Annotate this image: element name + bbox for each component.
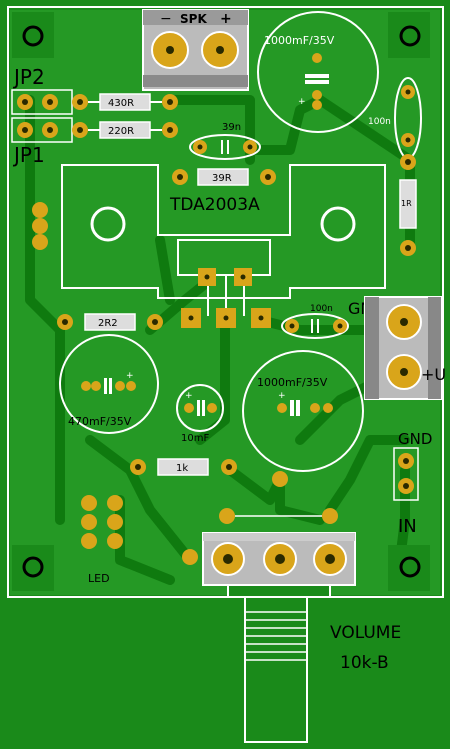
- spk-label: SPK: [180, 12, 207, 26]
- capacitor-mid: 1000mF/35V +: [242, 350, 364, 472]
- capacitor-470: + 470mF/35V: [59, 334, 159, 434]
- c100n-mid-label: 100n: [310, 304, 333, 314]
- misc-pads: [182, 471, 338, 565]
- svg-text:+: +: [126, 371, 134, 381]
- volume-label: VOLUME: [330, 623, 401, 643]
- chip-label: TDA2003A: [169, 195, 260, 215]
- input-connector: GND IN: [393, 430, 432, 537]
- resistor-220r: 220R: [72, 121, 178, 139]
- c39n-label: 39n: [222, 122, 241, 133]
- plus-u-label: +U: [421, 365, 446, 384]
- potentiometer: [202, 532, 356, 743]
- pot-value-label: 10k-B: [340, 653, 389, 673]
- r1k-label: 1k: [176, 463, 188, 474]
- power-terminal: GND +U: [348, 296, 446, 400]
- jumpers: JP2 JP1: [11, 65, 73, 167]
- r430-label: 430R: [108, 98, 134, 109]
- r39r-label: 39R: [212, 173, 232, 184]
- cap-top-label: 1000mF/35V: [264, 34, 335, 47]
- speaker-terminal: − SPK +: [142, 9, 249, 91]
- jp1-label: JP1: [12, 143, 45, 167]
- resistor-1k: 1k: [130, 458, 237, 476]
- capacitor-100n-mid: 100n: [281, 304, 349, 339]
- tda-heatsink: TDA2003A: [61, 164, 386, 328]
- svg-text:+: +: [185, 391, 193, 401]
- capacitor-top: 1000mF/35V +: [257, 11, 379, 133]
- r1r-label: 1R: [401, 199, 412, 208]
- capacitor-39n: 39n: [189, 122, 261, 160]
- cap-10-label: 10mF: [181, 433, 209, 444]
- spk-minus-label: −: [160, 11, 172, 27]
- r220-label: 220R: [108, 126, 134, 137]
- left-pads: [32, 202, 48, 250]
- resistor-1r: 1R: [399, 154, 417, 256]
- svg-text:+: +: [278, 391, 286, 401]
- c100n-right-label: 100n: [368, 117, 391, 127]
- resistor-2r2: 2R2: [57, 313, 163, 331]
- cap-470-label: 470mF/35V: [68, 415, 132, 428]
- capacitor-10: + 10mF: [176, 384, 224, 444]
- resistor-39r: 39R: [172, 168, 276, 186]
- svg-text:+: +: [298, 97, 306, 107]
- gnd-bottom-label: GND: [398, 430, 432, 448]
- in-label: IN: [398, 516, 417, 537]
- mounting-holes: [12, 12, 430, 591]
- jp2-label: JP2: [12, 65, 45, 89]
- r2r2-label: 2R2: [98, 318, 118, 329]
- cap-mid-label: 1000mF/35V: [257, 376, 328, 389]
- spk-plus-label: +: [220, 11, 232, 27]
- resistor-430r: 430R: [72, 93, 178, 111]
- board-outline: [7, 6, 444, 598]
- led-pads: LED: [81, 495, 123, 585]
- led-label: LED: [88, 572, 110, 585]
